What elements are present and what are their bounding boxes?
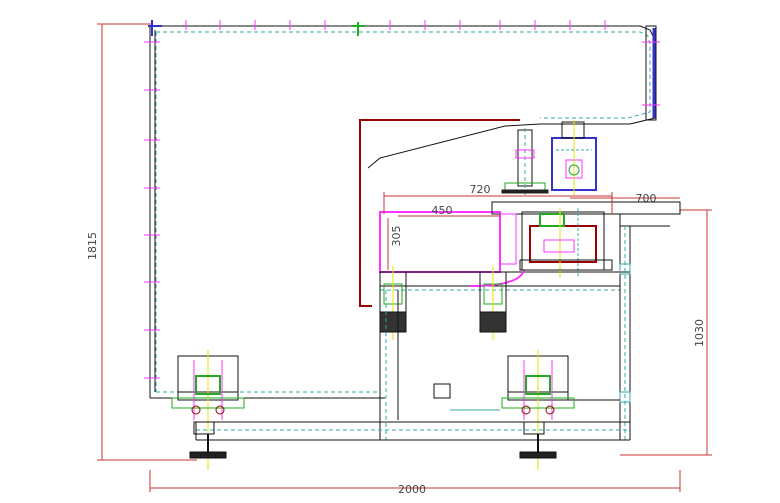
dim-700-label: 700 (636, 192, 657, 205)
dim-720-label: 720 (470, 183, 491, 196)
upper-clamp-left (379, 266, 407, 340)
frame-head-bar (642, 25, 660, 121)
lower-clamp-left (171, 350, 245, 470)
table-height-dimension (620, 209, 712, 456)
throat-outline (359, 119, 520, 307)
dim-305-label: 305 (390, 226, 403, 247)
table-sub-dimensions (383, 192, 680, 270)
overall-height-dimension (97, 23, 197, 461)
base-frame (195, 286, 630, 441)
upper-clamp-right (479, 266, 507, 340)
frame-tick-marks (144, 20, 606, 379)
dim-450-label: 450 (432, 204, 453, 217)
die-unit (519, 208, 613, 278)
overall-width-label: 2000 (398, 483, 426, 496)
frame-corner-marker (148, 20, 364, 36)
ram-assembly (501, 120, 597, 195)
lower-clamp-right (501, 350, 575, 470)
overall-width-dimension (149, 470, 681, 492)
table-height-label: 1030 (693, 319, 706, 347)
overall-height-label: 1815 (86, 232, 99, 260)
